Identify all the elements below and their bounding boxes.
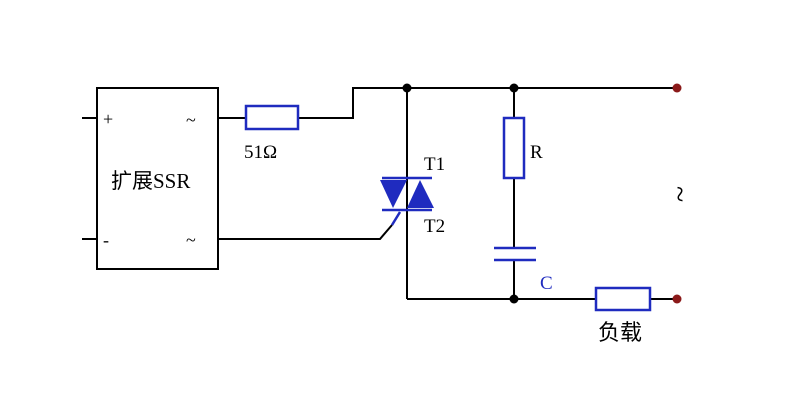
ssr-box <box>96 87 219 270</box>
wire-ssr-to-gate <box>218 224 393 240</box>
load-body <box>594 286 652 312</box>
ac-source-symbol: ~ <box>663 186 696 202</box>
triac-t1-label: T1 <box>424 154 445 175</box>
load-label: 负载 <box>598 320 642 345</box>
ssr-minus-label: - <box>103 230 109 250</box>
resistor-51r: 51Ω <box>244 104 300 163</box>
resistor-51r-label: 51Ω <box>244 142 277 163</box>
load: 负载 <box>594 286 652 345</box>
wire-51r-to-top-rail <box>298 87 407 119</box>
triac-triangle-right <box>407 180 434 208</box>
snubber-capacitor: C <box>494 246 553 294</box>
junctions <box>402 83 519 304</box>
ssr-plus-label: + <box>103 109 113 129</box>
ssr-ac-top-label: ~ <box>186 110 196 130</box>
ssr-module: + - ~ ~ 扩展SSR <box>82 87 219 270</box>
triac-t2-label: T2 <box>424 216 445 237</box>
snubber-resistor: R <box>502 116 543 180</box>
snubber-resistor-body <box>502 116 526 180</box>
terminals <box>672 83 682 304</box>
snubber-resistor-label: R <box>530 142 543 163</box>
junction-dot <box>509 294 519 304</box>
ssr-title: 扩展SSR <box>111 169 190 193</box>
ssr-ac-bottom-label: ~ <box>186 230 196 250</box>
resistor-51r-body <box>244 104 300 131</box>
triac-gate <box>390 211 402 226</box>
snubber-capacitor-label: C <box>540 273 553 294</box>
triac-triangle-left <box>380 180 407 208</box>
triac: T1 T2 <box>380 154 445 237</box>
terminal-top <box>672 83 682 93</box>
terminal-bottom <box>672 294 682 304</box>
junction-dot <box>402 83 412 93</box>
junction-dot <box>509 83 519 93</box>
